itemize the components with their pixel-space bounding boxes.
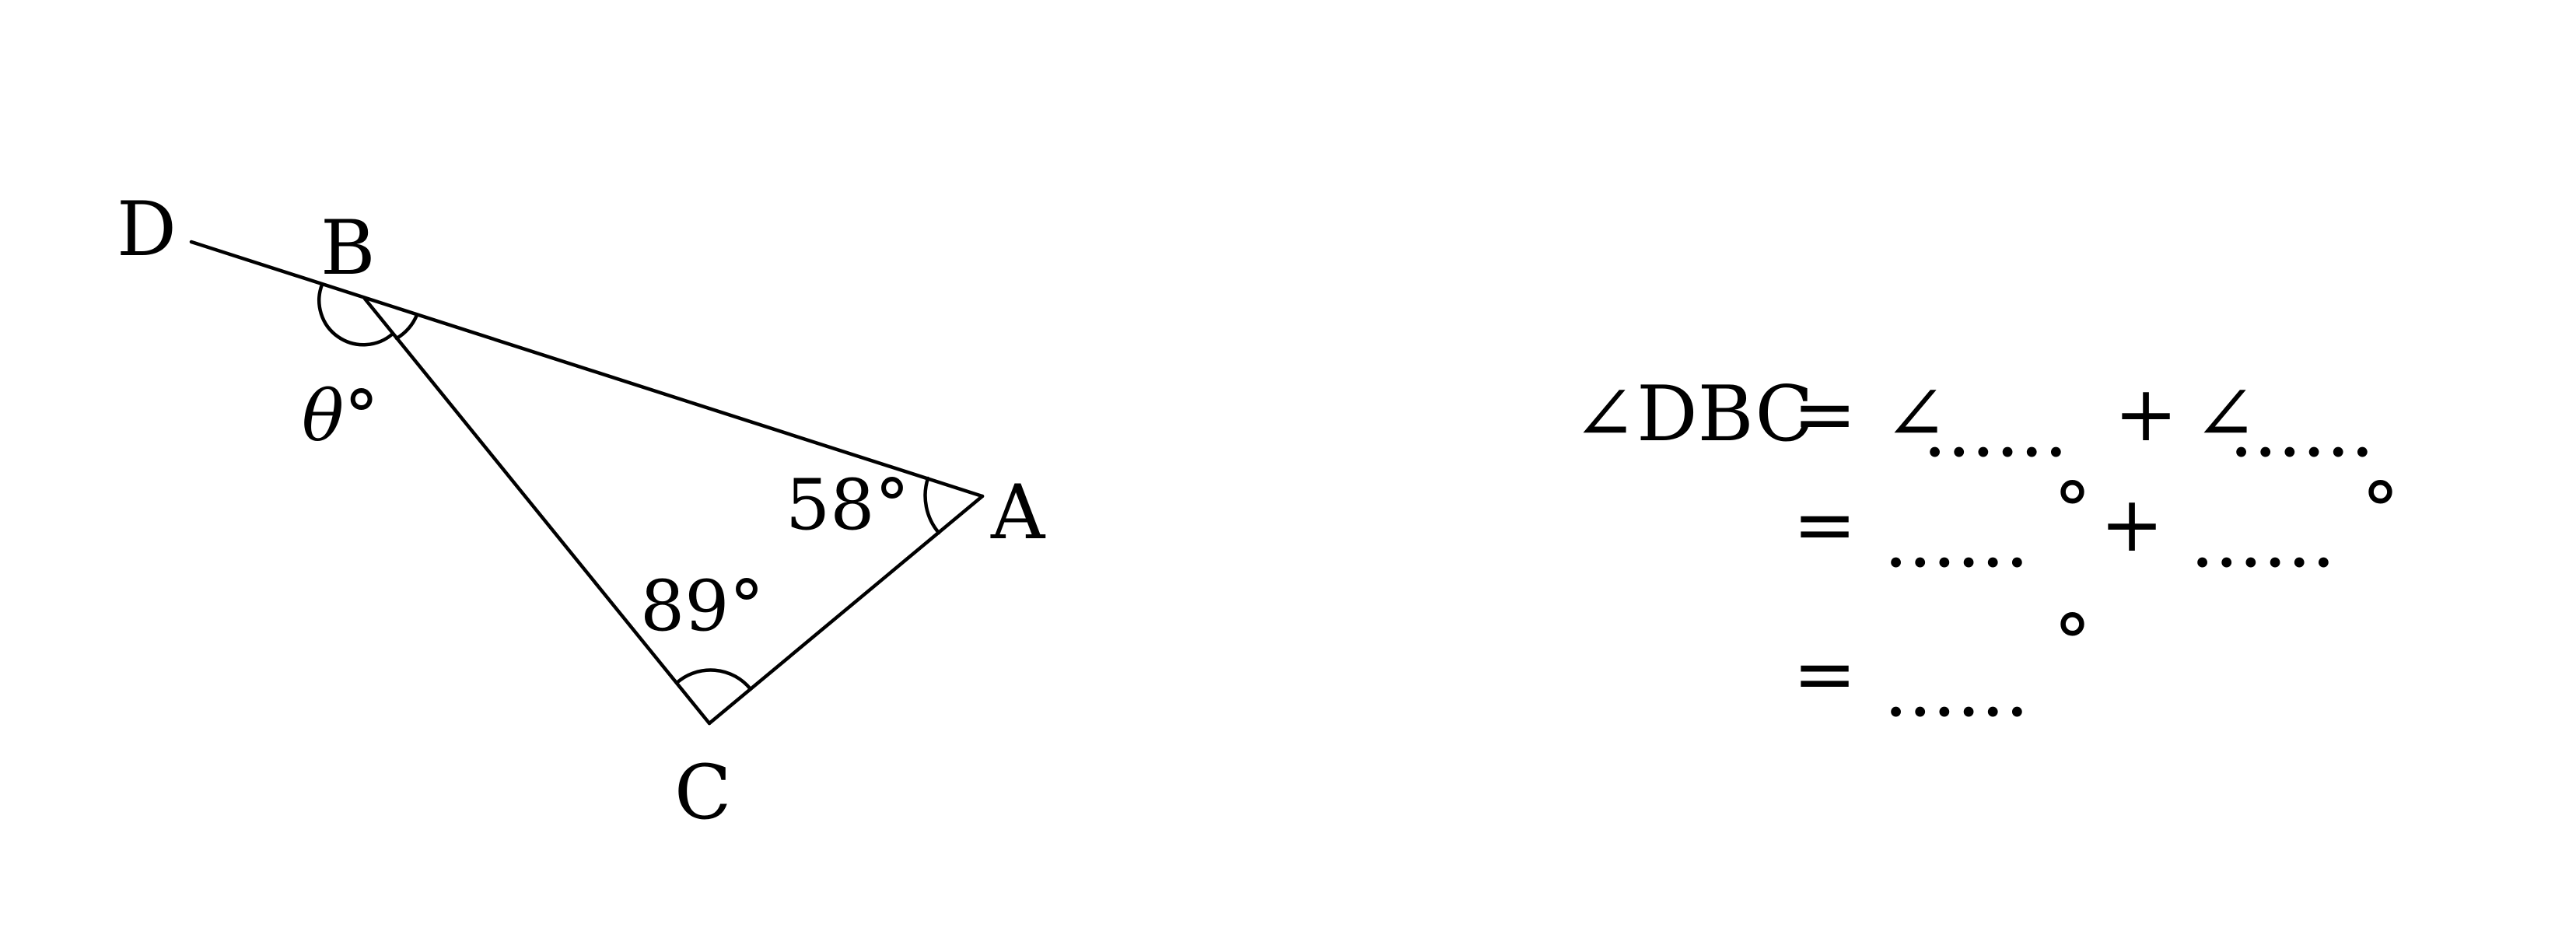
- angle-symbol-2: ∠: [2193, 370, 2257, 459]
- blank-angle-1[interactable]: ......: [1923, 386, 2068, 474]
- degree-sign-2: °: [2361, 467, 2399, 555]
- point-label-a: A: [990, 469, 1046, 556]
- equals-sign-1: =: [1793, 370, 1857, 459]
- equation-block: ∠DBC = ∠ ...... + ∠ ...... = ...... ° + …: [1573, 370, 2399, 734]
- degree-sign-1: °: [2053, 467, 2091, 555]
- blank-value-1[interactable]: ......: [1884, 496, 2029, 585]
- triangle-diagram: [189, 240, 985, 726]
- equals-sign-2: =: [1793, 481, 1857, 569]
- point-label-b: B: [320, 205, 376, 292]
- point-label-c: C: [674, 749, 731, 836]
- point-label-d: D: [117, 186, 177, 273]
- arc-angle-b-interior: [394, 313, 419, 341]
- blank-result[interactable]: ......: [1884, 646, 2029, 734]
- blank-value-2[interactable]: ......: [2190, 496, 2336, 585]
- angle-label-theta: θ°: [302, 376, 379, 457]
- line-d-to-a: [189, 240, 985, 499]
- arc-angle-c: [674, 668, 753, 691]
- angle-label-a: 58°: [786, 464, 910, 546]
- equation-lhs: ∠DBC: [1573, 370, 1814, 459]
- side-ca: [707, 494, 985, 726]
- equals-sign-3: =: [1793, 630, 1857, 719]
- plus-sign-1: +: [2114, 370, 2178, 459]
- angle-symbol-1: ∠: [1884, 370, 1948, 459]
- angle-label-c: 89°: [640, 565, 765, 647]
- plus-sign-2: +: [2100, 481, 2164, 569]
- degree-sign-3: °: [2053, 599, 2091, 688]
- blank-angle-2[interactable]: ......: [2229, 386, 2375, 474]
- arc-angle-a: [923, 476, 941, 535]
- arc-angle-theta: [317, 282, 395, 347]
- side-bc: [362, 296, 712, 726]
